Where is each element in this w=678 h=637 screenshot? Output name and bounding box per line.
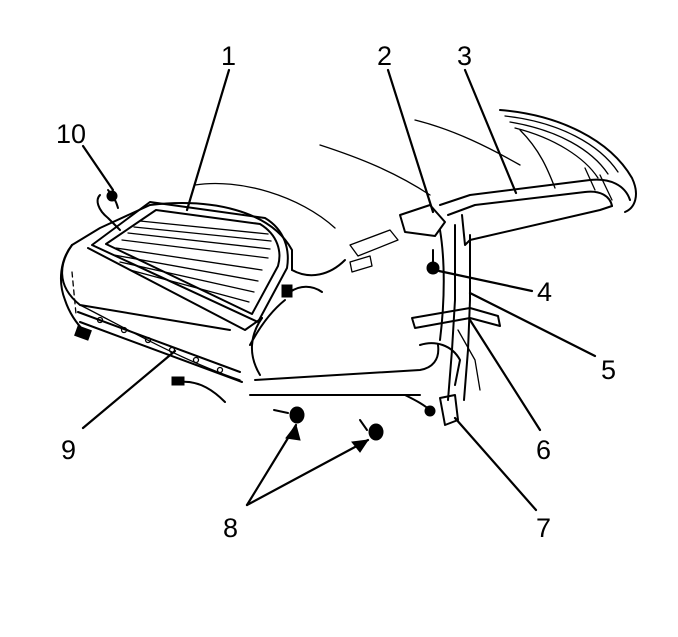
leader-9 bbox=[81, 349, 177, 430]
callout-3: 3 bbox=[457, 41, 472, 71]
callout-4: 4 bbox=[537, 277, 552, 307]
callout-6: 6 bbox=[536, 435, 551, 465]
callout-2: 2 bbox=[377, 41, 392, 71]
leader-1 bbox=[185, 68, 231, 212]
screw-8-right bbox=[359, 419, 384, 441]
leader-10 bbox=[81, 144, 115, 192]
leader-4 bbox=[437, 269, 534, 293]
roof-contour-lines bbox=[194, 119, 556, 229]
leader-6 bbox=[468, 318, 542, 432]
callout-labels: 1 2 3 4 5 6 7 8 9 10 bbox=[56, 41, 616, 543]
callout-7: 7 bbox=[536, 513, 551, 543]
side-rail-trim bbox=[439, 109, 637, 246]
screw-8-left bbox=[273, 406, 305, 424]
pillar-bracket bbox=[349, 204, 501, 426]
callout-1: 1 bbox=[221, 41, 236, 71]
arrowheads-8 bbox=[285, 423, 370, 453]
callout-10: 10 bbox=[56, 119, 86, 149]
leader-2 bbox=[386, 68, 435, 214]
screw-4 bbox=[426, 249, 440, 275]
roof-panel bbox=[61, 202, 440, 396]
callout-8: 8 bbox=[223, 513, 238, 543]
mounting-strip bbox=[71, 271, 243, 383]
leader-7 bbox=[453, 416, 538, 512]
drain-hoses bbox=[59, 189, 461, 413]
sunroof-glass bbox=[91, 201, 289, 323]
leader-5 bbox=[468, 291, 597, 358]
fasteners bbox=[74, 190, 440, 441]
leader-lines bbox=[81, 68, 597, 512]
drain-clip bbox=[74, 190, 436, 417]
callout-5: 5 bbox=[601, 355, 616, 385]
callout-9: 9 bbox=[61, 435, 76, 465]
leader-3 bbox=[463, 68, 518, 195]
leader-8b bbox=[245, 438, 370, 507]
